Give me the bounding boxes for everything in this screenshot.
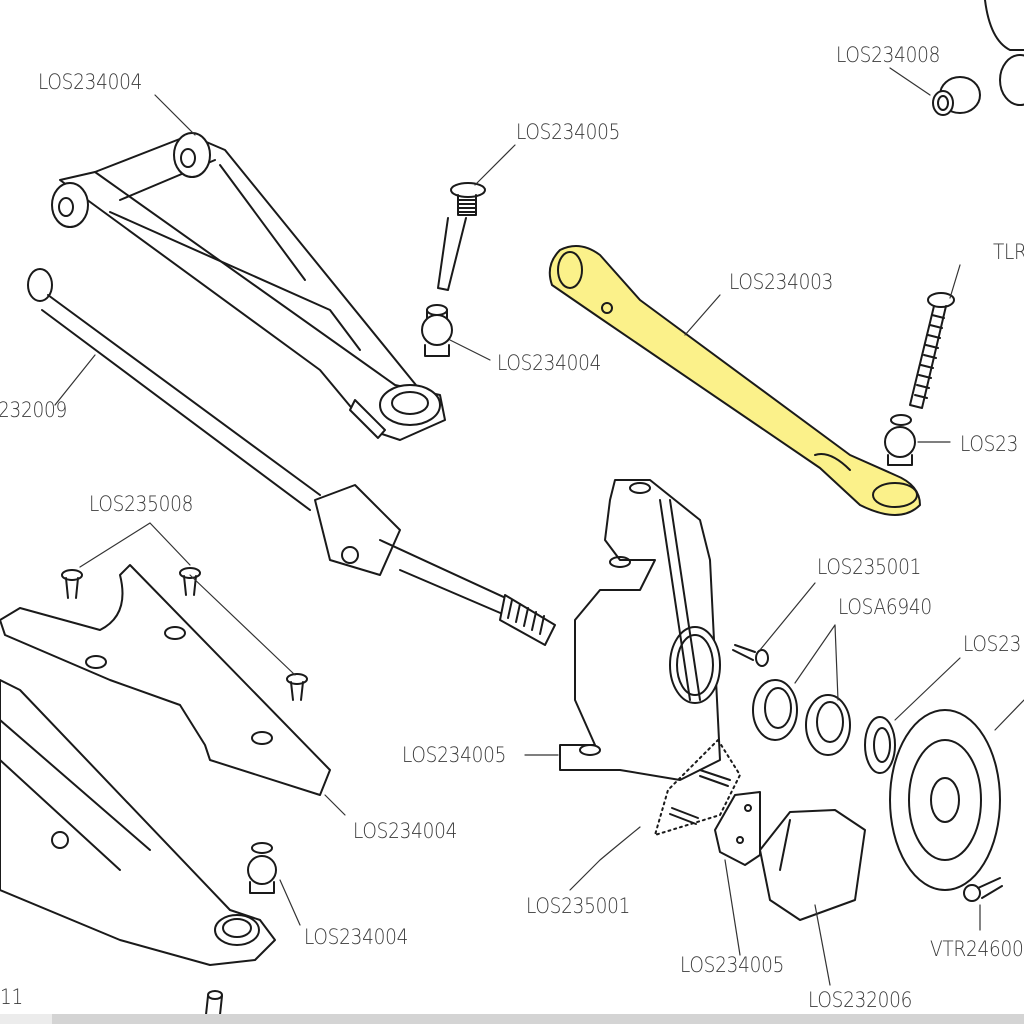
label-bearings: LOSA6940 (838, 595, 932, 619)
ball-stud-upper (421, 304, 453, 357)
label-knuckle-screw: LOS235001 (817, 555, 922, 579)
label-hinge-pin-upper: LOS234005 (516, 120, 621, 144)
hinge-pin-upper (437, 182, 486, 291)
bearings (752, 679, 896, 774)
brake-caliper (759, 809, 866, 921)
label-upper-arm: LOS234004 (38, 70, 143, 94)
leader-lines (54, 67, 1024, 986)
bottom-scrollbar[interactable] (52, 1014, 1024, 1024)
knuckle-screw (732, 644, 769, 667)
screw-right (909, 292, 955, 409)
label-driveshaft: 232009 (0, 398, 67, 422)
brake-rotor (889, 709, 1001, 891)
ball-stud-right (884, 414, 916, 466)
upper-a-arm (51, 132, 446, 441)
label-caliper-mount: LOS234005 (680, 953, 785, 977)
page-number-fragment: 11 (0, 985, 23, 1009)
chassis-plate (0, 564, 331, 796)
steering-knuckle (559, 479, 721, 781)
label-bushing-top: LOS234008 (836, 43, 941, 67)
highlighted-link (548, 245, 921, 516)
label-screw-right: TLR (993, 240, 1024, 264)
lower-a-arm (0, 679, 276, 966)
label-knuckle: LOS234005 (402, 743, 507, 767)
dotted-screws-group (654, 739, 741, 836)
label-dotted-screws: LOS235001 (526, 894, 631, 918)
label-rotor-screw: VTR24600 (930, 937, 1024, 961)
label-ball-lower: LOS234004 (304, 925, 409, 949)
caliper-mount (714, 791, 761, 866)
label-ball-right: LOS23 (960, 432, 1019, 456)
label-plate: LOS234004 (353, 819, 458, 843)
bottom-scrollbar-track-left (0, 1014, 52, 1024)
rotor-screw (963, 877, 1003, 902)
label-seal-right: LOS23 (963, 632, 1022, 656)
ball-stud-lower (247, 842, 277, 894)
label-brake-caliper: LOS232006 (808, 988, 913, 1012)
label-plate-screws: LOS235008 (89, 492, 194, 516)
bushing-top (932, 0, 1024, 116)
label-ball-upper: LOS234004 (497, 351, 602, 375)
driveshaft (27, 268, 556, 646)
label-highlighted-link: LOS234003 (729, 270, 834, 294)
